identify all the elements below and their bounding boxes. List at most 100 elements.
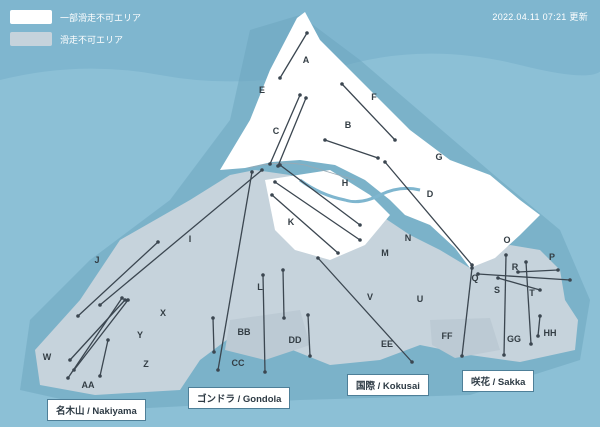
area-label-s: S: [494, 285, 500, 295]
lift-station: [273, 180, 277, 184]
lift-station: [470, 263, 474, 267]
lift-station: [476, 272, 480, 276]
area-label-gg: GG: [507, 334, 521, 344]
area-label-o: O: [503, 235, 510, 245]
lift-station: [358, 223, 362, 227]
lift-station: [278, 76, 282, 80]
area-label-j: J: [94, 255, 99, 265]
area-label-e: E: [259, 85, 265, 95]
lift-station: [305, 31, 309, 35]
update-timestamp: 2022.04.11 07:21 更新: [492, 12, 588, 22]
lift-station: [76, 314, 80, 318]
lift-station: [308, 354, 312, 358]
area-label-a: A: [303, 55, 310, 65]
area-label-r: R: [512, 262, 519, 272]
area-label-h: H: [342, 178, 349, 188]
lift-station: [336, 251, 340, 255]
lift-line: [282, 269, 285, 319]
legend-swatch-grey: [10, 32, 52, 46]
legend-swatch-white: [10, 10, 52, 24]
base-nakiyama[interactable]: 名木山 / Nakiyama: [47, 399, 146, 421]
lift-line: [341, 83, 396, 141]
lift-station: [470, 266, 474, 270]
area-label-ff: FF: [442, 331, 453, 341]
area-label-c: C: [273, 126, 280, 136]
lift-station: [282, 316, 286, 320]
lift-station: [496, 276, 500, 280]
lift-line: [277, 97, 307, 167]
lift-station: [261, 273, 265, 277]
lift-station: [524, 260, 528, 264]
lift-station: [304, 96, 308, 100]
closed-patch: [430, 318, 500, 358]
area-label-hh: HH: [544, 328, 557, 338]
lift-station: [98, 303, 102, 307]
lift-station: [529, 342, 533, 346]
lift-station: [340, 82, 344, 86]
closed-patch: [225, 310, 310, 360]
lift-station: [156, 240, 160, 244]
legend-label: 一部滑走不可エリア: [60, 12, 142, 23]
lift-station: [393, 138, 397, 142]
lift-station: [376, 156, 380, 160]
open-slopes: [265, 170, 390, 260]
legend-label: 滑走不可エリア: [60, 34, 124, 45]
lift-line: [77, 241, 159, 317]
lift-station: [538, 288, 542, 292]
lift-station: [460, 354, 464, 358]
lift-station: [316, 256, 320, 260]
lift-station: [358, 238, 362, 242]
lift-station: [323, 138, 327, 142]
area-label-q: Q: [471, 273, 478, 283]
lift-line: [477, 273, 571, 281]
area-label-bb: BB: [238, 327, 251, 337]
lift-line: [274, 181, 361, 241]
area-label-p: P: [549, 252, 555, 262]
lift-station: [281, 268, 285, 272]
legend-partial-closed: 一部滑走不可エリア: [10, 10, 141, 24]
lift-station: [504, 253, 508, 257]
lift-line: [217, 171, 253, 371]
area-label-ee: EE: [381, 339, 393, 349]
lift-station: [410, 360, 414, 364]
lift-line: [461, 267, 473, 357]
area-label-d: D: [427, 189, 434, 199]
lift-station: [268, 162, 272, 166]
area-label-x: X: [160, 308, 166, 318]
lift-station: [212, 350, 216, 354]
lift-station: [306, 313, 310, 317]
base-sakka[interactable]: 咲花 / Sakka: [462, 370, 535, 392]
lift-station: [260, 168, 264, 172]
area-label-w: W: [43, 352, 52, 362]
lift-station: [216, 368, 220, 372]
lift-station: [538, 314, 542, 318]
lift-station: [66, 376, 70, 380]
lift-station: [536, 334, 540, 338]
lift-line: [67, 297, 123, 379]
area-label-n: N: [405, 233, 412, 243]
lift-line: [503, 254, 507, 356]
area-label-k: K: [288, 217, 295, 227]
lift-station: [383, 160, 387, 164]
area-label-aa: AA: [82, 380, 95, 390]
lifts: [66, 31, 572, 380]
lift-station: [270, 193, 274, 197]
lift-line: [73, 299, 129, 371]
lift-station: [298, 93, 302, 97]
lift-station: [502, 353, 506, 357]
lift-line: [271, 194, 339, 254]
area-label-g: G: [435, 152, 442, 162]
base-kokusai[interactable]: 国際 / Kokusai: [347, 374, 429, 396]
lift-station: [263, 370, 267, 374]
lift-station: [211, 316, 215, 320]
lift-line: [537, 315, 541, 337]
lift-line: [212, 317, 215, 353]
lift-line: [317, 257, 413, 363]
area-label-i: I: [189, 234, 192, 244]
lift-line: [279, 164, 361, 226]
base-gondola[interactable]: ゴンドラ / Gondola: [188, 387, 291, 409]
lift-line: [525, 261, 532, 345]
